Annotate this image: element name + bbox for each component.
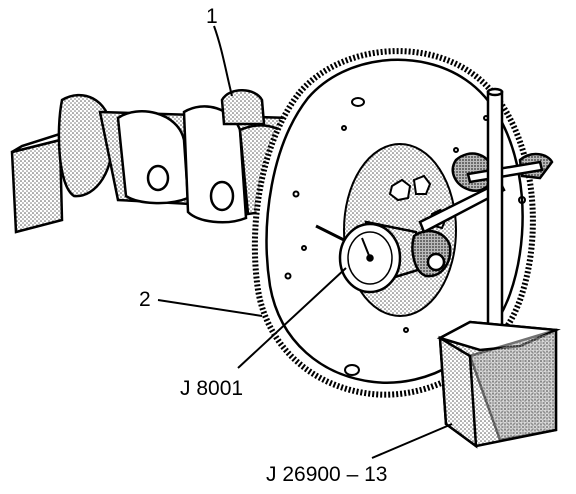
leader-2 xyxy=(157,299,263,317)
callout-2-label: 2 xyxy=(139,288,151,311)
indicator-arm xyxy=(418,152,554,234)
callout-1-label: 1 xyxy=(206,5,218,28)
crankshaft xyxy=(10,89,302,234)
magnetic-base-label: J 26900 – 13 xyxy=(266,463,388,486)
leader-j8001 xyxy=(237,267,347,369)
leader-1 xyxy=(213,25,233,97)
flywheel-holes xyxy=(284,97,526,376)
dial-indicator-j8001 xyxy=(315,220,452,294)
leader-j26900 xyxy=(371,423,453,459)
crankshaft-nose xyxy=(57,93,114,198)
magnetic-base xyxy=(436,320,561,449)
leader-lines xyxy=(157,25,453,459)
crankshaft-end-block xyxy=(10,138,64,234)
dial-indicator-label: J 8001 xyxy=(180,377,244,400)
crankpin-journal xyxy=(220,89,266,126)
